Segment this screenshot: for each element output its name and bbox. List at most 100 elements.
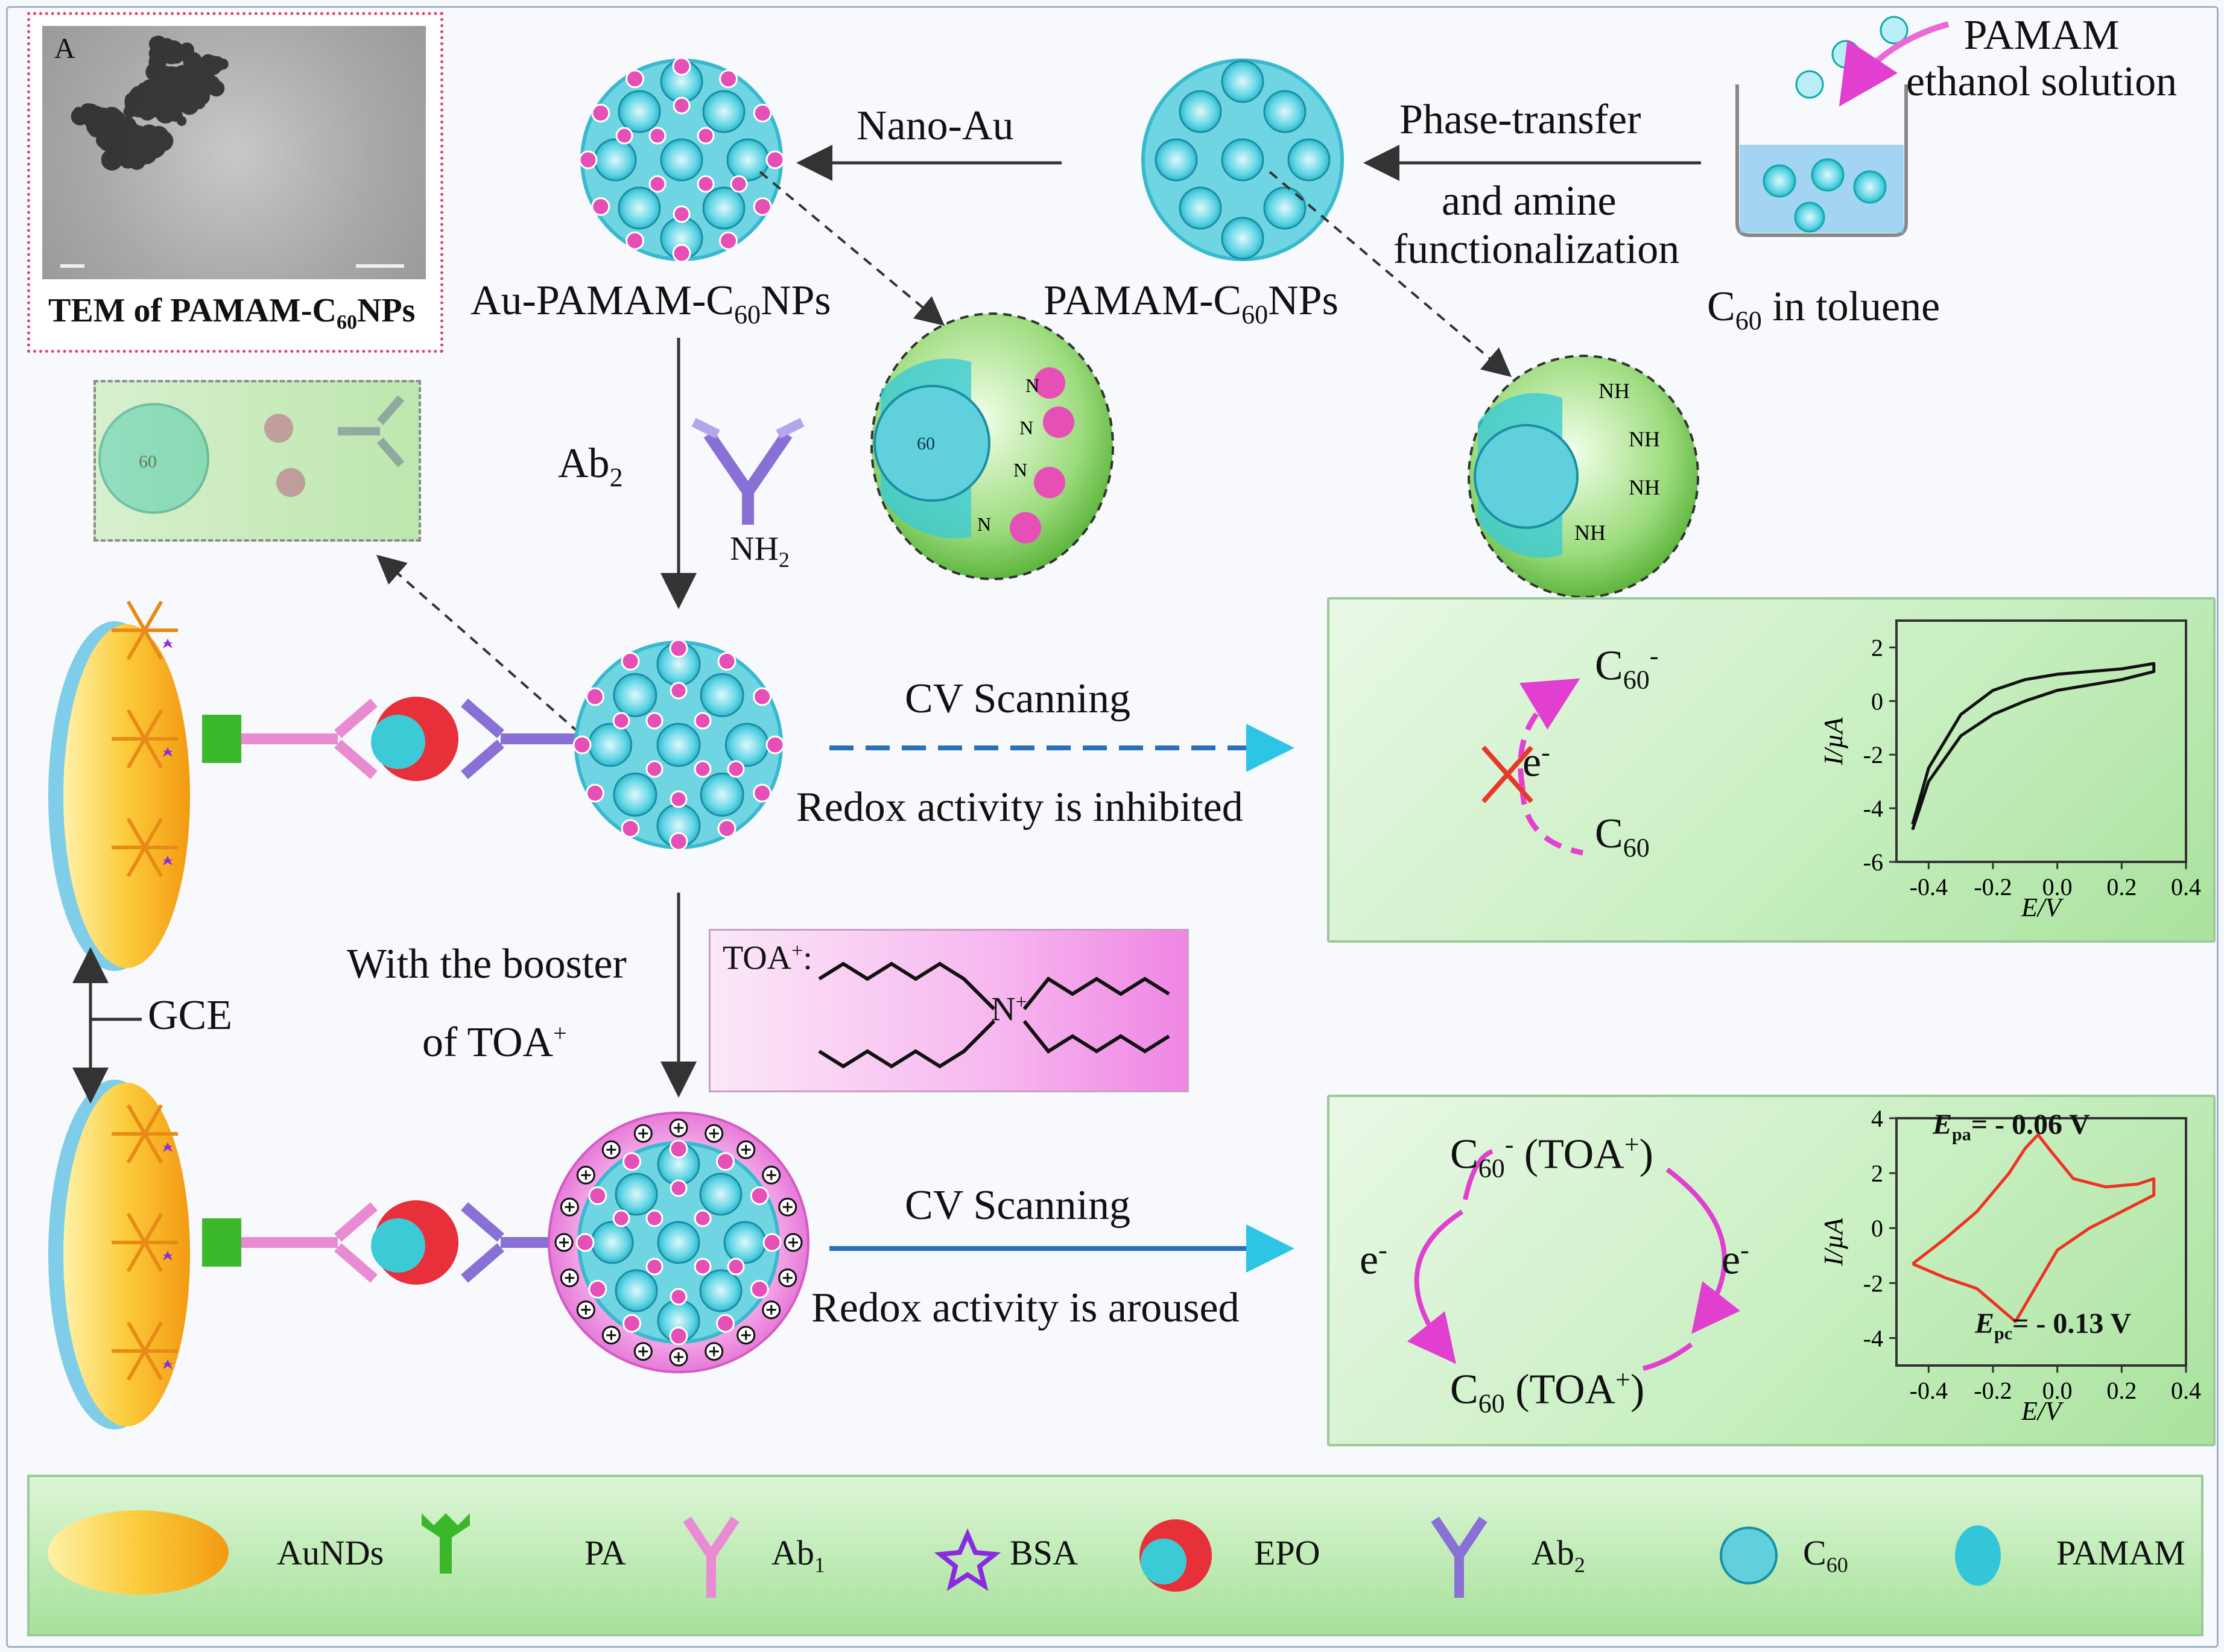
- gold-nanoparticle: [588, 1186, 607, 1205]
- label-particle-middle: [572, 639, 785, 851]
- svg-text:60: 60: [917, 434, 935, 454]
- x-tick-label: -0.4: [1910, 1377, 1948, 1404]
- y-axis-label: I/µA: [1819, 1217, 1848, 1266]
- zoom-nh2-ball: NH NH NH NH: [1468, 355, 1699, 598]
- plot-frame: [1895, 1117, 2187, 1367]
- svg-text:NH: NH: [1574, 521, 1606, 545]
- gold-nanoparticle: [612, 1209, 630, 1227]
- x-tick-label: 0.4: [2171, 1377, 2201, 1404]
- gold-nanoparticle: [648, 175, 667, 193]
- ab2-antibody-icon: [691, 417, 805, 525]
- gold-nanoparticle: [697, 175, 715, 193]
- booster-line1-label: With the booster: [347, 941, 627, 987]
- gold-nanoparticle: [717, 651, 737, 671]
- y-tick-label: -4: [1863, 795, 1883, 822]
- gold-nanoparticle: [621, 819, 640, 838]
- pamam-solution-label: PAMAM ethanol solution: [1906, 12, 2178, 105]
- gold-nanoparticle: [672, 244, 691, 263]
- gold-nanoparticle: [753, 197, 772, 216]
- tem-particles: [60, 36, 404, 268]
- gold-nanoparticle: [765, 150, 785, 169]
- gold-nanoparticle: [645, 712, 664, 730]
- gold-nanoparticle: [591, 104, 610, 122]
- x-tick-label: -0.2: [1974, 873, 2012, 900]
- x-tick-label: 0.0: [2042, 1377, 2073, 1404]
- c60-toa-label: C60 (TOA+): [1450, 1365, 1645, 1419]
- c60-buckyball: [1287, 138, 1331, 182]
- y-tick-label: -2: [1863, 741, 1883, 768]
- phase-transfer-label: Phase-transfer: [1399, 97, 1641, 143]
- gold-nanoparticle: [672, 57, 691, 76]
- c60-buckyball: [618, 90, 661, 133]
- svg-text:N: N: [1019, 417, 1033, 438]
- c60-buckyball: [618, 186, 661, 230]
- gold-nanoparticle: [645, 760, 664, 778]
- gold-nanoparticle: [716, 1152, 735, 1171]
- gold-nanoparticle: [575, 1233, 595, 1252]
- gold-nanoparticle: [750, 1186, 769, 1205]
- c60-toluene-label: C60 in toluene: [1707, 283, 1940, 335]
- gce-label: GCE: [148, 992, 232, 1039]
- svg-text:NH: NH: [1629, 427, 1660, 451]
- gold-nanoparticle: [697, 127, 715, 145]
- x-tick-label: 0.2: [2106, 873, 2137, 900]
- tem-image: [42, 26, 426, 279]
- gold-nanoparticle: [621, 651, 640, 671]
- gold-nanoparticle: [578, 150, 598, 169]
- nano-au-label: Nano-Au: [857, 103, 1014, 149]
- y-tick-label: 4: [1871, 1106, 1883, 1132]
- gold-nanoparticle: [762, 1233, 782, 1252]
- c60-buckyball: [615, 1173, 658, 1216]
- gold-nanoparticle: [572, 735, 592, 755]
- c60-buckyball: [700, 673, 744, 718]
- antibody-conjugation-inset: [93, 380, 421, 542]
- cv-scanning-bottom-label: CV Scanning: [905, 1182, 1130, 1229]
- gold-nanoparticle: [626, 69, 644, 89]
- gold-nanoparticle: [585, 687, 604, 706]
- gold-nanoparticle: [615, 127, 633, 145]
- gold-nanoparticle: [753, 104, 772, 122]
- pamam-icon: [1955, 1525, 2001, 1586]
- tem-caption: TEM of PAMAM-C60NPs: [48, 292, 416, 334]
- x-tick-label: 0.0: [2042, 873, 2073, 900]
- gold-nanoparticle: [694, 1209, 712, 1227]
- c60-buckyball: [613, 673, 657, 718]
- cv-curve: [1911, 662, 2156, 831]
- epa-annotation: Epa= - 0.06 V: [1933, 1109, 2090, 1145]
- c60-buckyball: [613, 772, 657, 817]
- y-tick-label: -2: [1863, 1270, 1883, 1297]
- c60-buckyball: [702, 186, 746, 230]
- c60-buckyball: [1179, 186, 1222, 230]
- svg-text:NH: NH: [1629, 475, 1660, 499]
- c60-buckyball: [1179, 90, 1222, 133]
- c60-buckyball: [656, 723, 701, 767]
- y-tick-label: 0: [1871, 1215, 1883, 1242]
- legend-icons: [48, 1510, 2001, 1598]
- gold-nanoparticle: [669, 1326, 688, 1346]
- y-tick-label: -4: [1863, 1324, 1883, 1352]
- gold-nanoparticle: [670, 1288, 688, 1306]
- gold-nanoparticle: [673, 97, 691, 115]
- tem-panel: A TEM of PAMAM-C60NPs: [27, 12, 443, 353]
- booster-line2-label: of TOA+: [422, 1019, 567, 1066]
- gold-nanoparticle: [645, 1258, 664, 1276]
- x-tick-label: -0.2: [1974, 1377, 2012, 1404]
- gold-nanoparticle: [730, 175, 748, 193]
- electron-right-label: e-: [1722, 1235, 1749, 1283]
- n-plus-label: N+: [991, 990, 1027, 1028]
- pamam-c60-nps-label: PAMAM-C60NPs: [1044, 277, 1339, 329]
- amine-label: and amine: [1442, 178, 1617, 224]
- gold-nanoparticle: [612, 712, 630, 730]
- gold-nanoparticle: [727, 760, 745, 778]
- gold-nanoparticle: [719, 231, 738, 250]
- legend-ab1-label: Ab1: [771, 1533, 825, 1577]
- legend-aunds-label: AuNDs: [277, 1533, 384, 1572]
- c60-buckyball: [699, 1173, 743, 1216]
- c60-buckyball: [723, 1221, 767, 1264]
- toa-label: TOA+:: [723, 939, 813, 977]
- gold-nanoparticle: [626, 231, 644, 250]
- toa-structure-panel: TOA+: N+: [709, 929, 1189, 1092]
